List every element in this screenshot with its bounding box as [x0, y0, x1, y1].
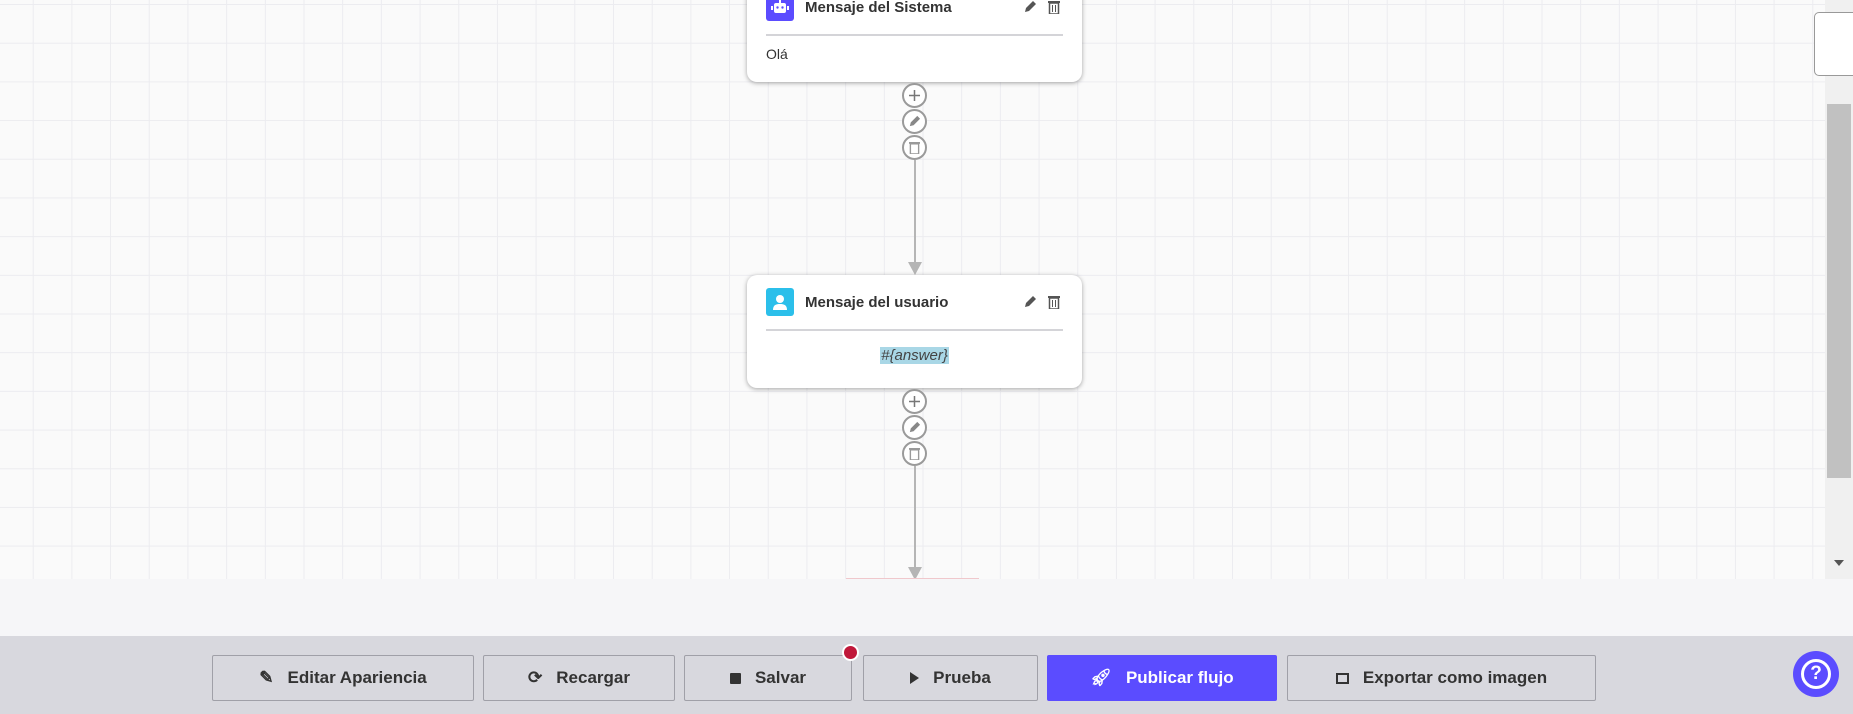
image-icon: [1335, 672, 1349, 684]
bottom-toolbar: ✎Editar Apariencia ⟳Recargar Salvar Prue…: [0, 636, 1853, 714]
trash-icon[interactable]: [1045, 0, 1063, 16]
connector-arrow: [908, 262, 922, 275]
floppy-icon: [729, 672, 741, 684]
question-icon: ?: [1801, 659, 1831, 689]
delete-connection-button[interactable]: [902, 441, 927, 466]
node-content: #{answer}: [880, 347, 949, 364]
pencil-icon[interactable]: [1021, 0, 1039, 16]
scrollbar[interactable]: [1825, 0, 1853, 579]
connector-line: [914, 160, 916, 264]
connector-arrow: [908, 567, 922, 579]
robot-icon: [766, 0, 794, 21]
node-title: Mensaje del Sistema: [805, 0, 952, 16]
unsaved-indicator: [842, 644, 859, 661]
help-button[interactable]: ?: [1793, 651, 1839, 697]
node-user-message[interactable]: Mensaje del usuario #{answer}: [747, 275, 1082, 388]
pencil-icon[interactable]: [1021, 293, 1039, 311]
add-node-button[interactable]: [902, 83, 927, 108]
user-icon: [766, 288, 794, 316]
rocket-icon: 🚀︎: [1090, 668, 1112, 687]
trash-icon[interactable]: [1045, 293, 1063, 311]
refresh-icon: ⟳: [528, 668, 543, 687]
edit-icon: ✎: [259, 668, 274, 687]
node-title: Mensaje del usuario: [805, 293, 949, 311]
scrollbar-thumb[interactable]: [1827, 104, 1851, 478]
play-icon: [910, 672, 920, 684]
flow-canvas[interactable]: Mensaje del Sistema Olá Mensaje del usua…: [0, 0, 1825, 579]
next-node-edge: [846, 578, 979, 579]
connector-line: [914, 466, 916, 570]
minimap-toggle[interactable]: [1814, 12, 1853, 76]
publish-flow-button[interactable]: 🚀︎Publicar flujo: [1047, 655, 1277, 701]
add-node-button[interactable]: [902, 389, 927, 414]
node-system-message[interactable]: Mensaje del Sistema Olá: [747, 0, 1082, 82]
delete-connection-button[interactable]: [902, 135, 927, 160]
export-image-button[interactable]: Exportar como imagen: [1287, 655, 1596, 701]
edit-connection-button[interactable]: [902, 415, 927, 440]
edit-appearance-button[interactable]: ✎Editar Apariencia: [212, 655, 474, 701]
node-content: Olá: [766, 46, 788, 62]
edit-connection-button[interactable]: [902, 109, 927, 134]
reload-button[interactable]: ⟳Recargar: [483, 655, 675, 701]
test-button[interactable]: Prueba: [863, 655, 1038, 701]
scroll-down-arrow[interactable]: [1834, 560, 1844, 566]
save-button[interactable]: Salvar: [684, 644, 859, 701]
